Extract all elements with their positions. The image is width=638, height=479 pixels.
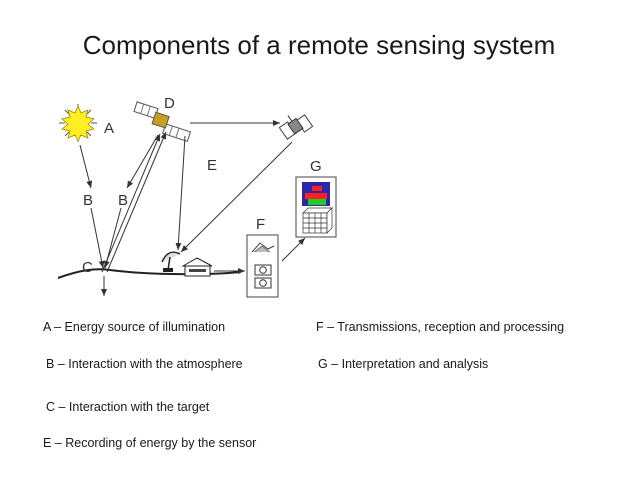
relay-satellite-icon bbox=[278, 114, 314, 140]
legend-g: G – Interpretation and analysis bbox=[318, 357, 489, 371]
legend-c: C – Interaction with the target bbox=[46, 400, 210, 414]
label-b1: B bbox=[83, 192, 93, 209]
legend-a: A – Energy source of illumination bbox=[43, 320, 226, 334]
label-b2: B bbox=[118, 192, 128, 209]
label-e: E bbox=[207, 157, 217, 174]
data-grid-icon bbox=[302, 207, 333, 234]
ground-station-icon bbox=[181, 257, 213, 277]
label-g: G bbox=[310, 158, 322, 175]
arrow-sat-to-antenna bbox=[175, 135, 186, 251]
sun-icon bbox=[59, 104, 97, 142]
satellite-icon bbox=[133, 101, 192, 143]
arrow-relay-to-antenna bbox=[180, 141, 293, 253]
label-a: A bbox=[104, 120, 114, 137]
arrow-f-to-g bbox=[281, 237, 306, 262]
label-f: F bbox=[256, 216, 265, 233]
label-d: D bbox=[164, 95, 175, 112]
page-title: Components of a remote sensing system bbox=[82, 30, 556, 60]
legend-e: E – Recording of energy by the sensor bbox=[43, 436, 257, 450]
remote-sensing-diagram: A B B C D E F G bbox=[57, 95, 337, 298]
ground-antenna-icon bbox=[161, 251, 181, 272]
arrow-sun-down bbox=[79, 144, 93, 189]
arrow-sat-down bbox=[126, 134, 159, 189]
processing-unit-icon bbox=[246, 234, 279, 298]
legend-b: B – Interaction with the atmosphere bbox=[46, 357, 243, 371]
arrow-c-to-sat-2 bbox=[101, 133, 161, 273]
label-c: C bbox=[82, 259, 93, 276]
arrow-c-to-sat-1 bbox=[106, 131, 167, 273]
arrow-b1-to-c bbox=[90, 207, 105, 269]
legend-f: F – Transmissions, reception and process… bbox=[316, 320, 565, 334]
